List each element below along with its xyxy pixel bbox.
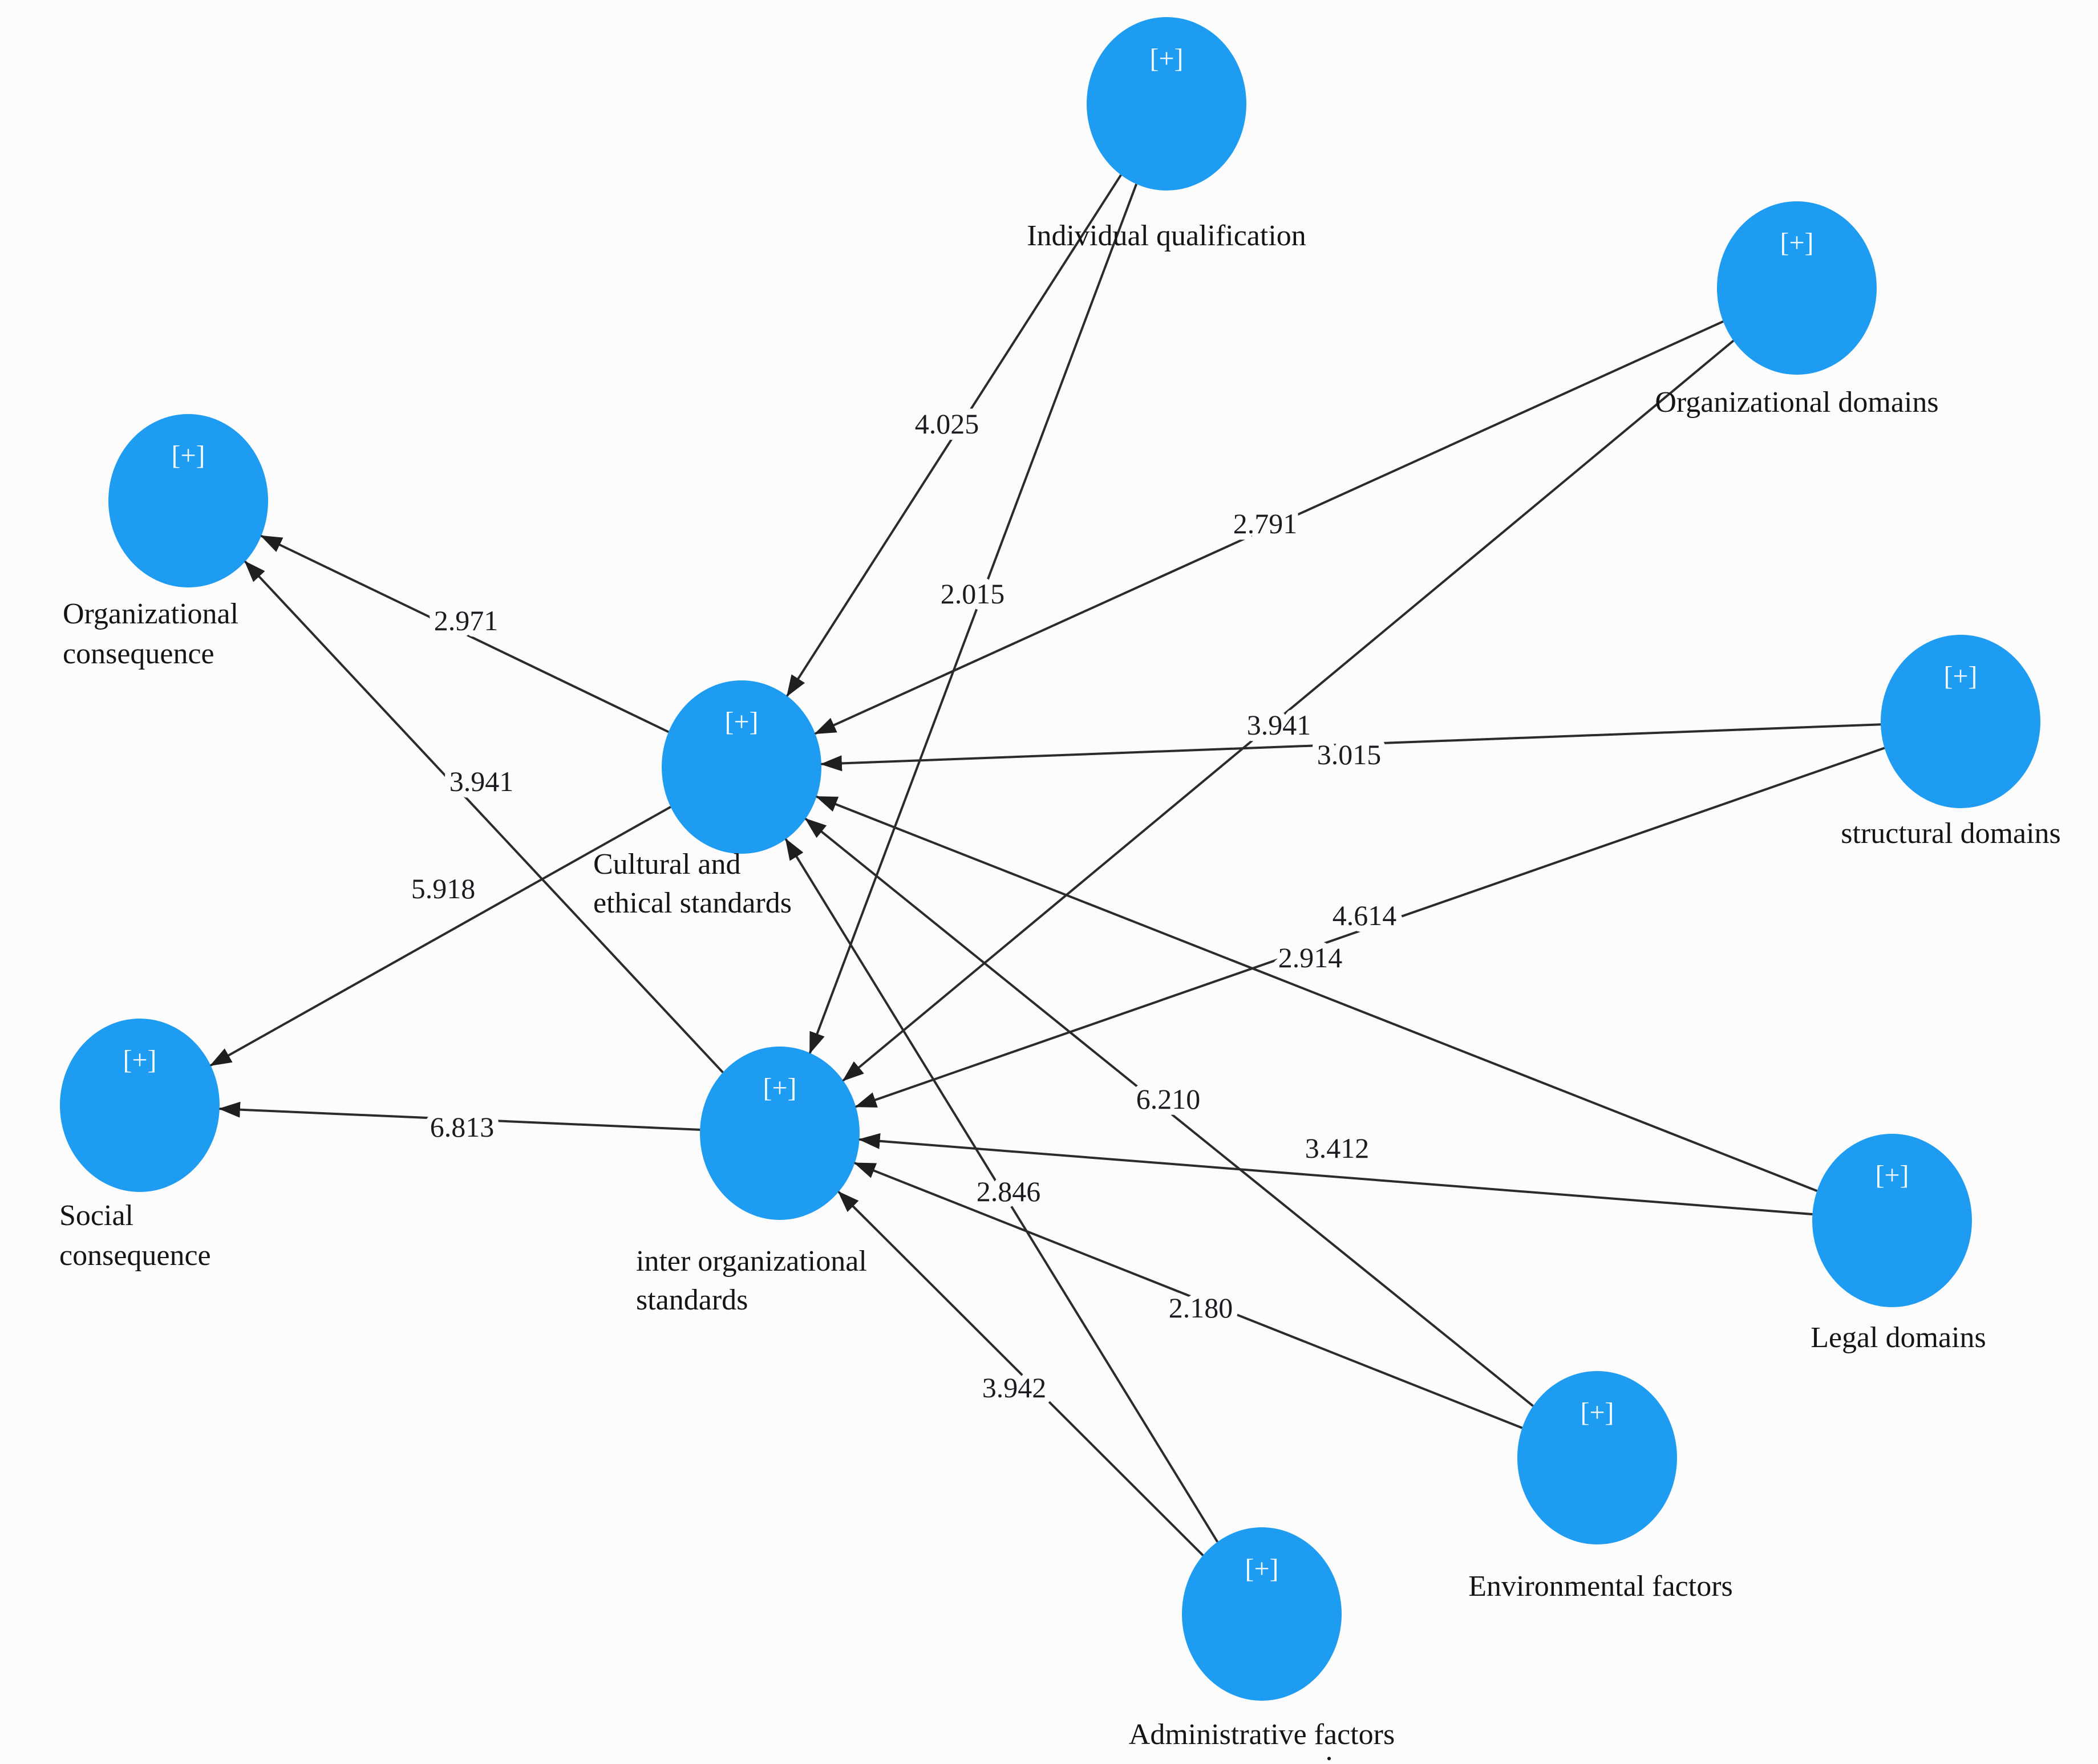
edge-value-cultural-ethical-standards-to-organizational-consequence: 2.971 (434, 605, 499, 636)
expand-icon: [+] (123, 1045, 156, 1075)
node-cultural-ethical-standards: [+] (662, 680, 821, 854)
node-inter-organizational-standards: [+] (700, 1047, 860, 1220)
node-label-environmental-factors-line1: Environmental factors (1468, 1570, 1733, 1603)
node-ellipse (700, 1047, 860, 1220)
node-ellipse (1717, 201, 1877, 375)
expand-icon: [+] (171, 440, 205, 471)
node-organizational-domains: [+] (1717, 201, 1877, 375)
expand-icon: [+] (1149, 43, 1183, 74)
expand-icon: [+] (1875, 1160, 1909, 1190)
expand-icon: [+] (1943, 661, 1977, 691)
node-ellipse (662, 680, 821, 854)
edge-value-administrative-factors-to-cultural-ethical-standards: 2.846 (977, 1175, 1041, 1207)
edge-line-administrative-factors-to-inter-organizational-standards (837, 1191, 1204, 1556)
node-administrative-factors: [+] (1182, 1527, 1342, 1701)
edge-line-administrative-factors-to-cultural-ethical-standards (784, 838, 1219, 1543)
node-label-inter-organizational-standards-line2: standards (636, 1284, 748, 1316)
edge-line-legal-domains-to-inter-organizational-standards (858, 1133, 1813, 1216)
edge-value-administrative-factors-to-inter-organizational-standards: 3.942 (982, 1372, 1047, 1404)
edge-line-cultural-ethical-standards-to-organizational-consequence (260, 534, 669, 733)
node-legal-domains: [+] (1812, 1134, 1972, 1307)
node-individual-qualification: [+] (1087, 17, 1246, 190)
node-ellipse (108, 414, 268, 587)
node-organizational-consequence: [+] (108, 414, 268, 587)
node-label-social-consequence-line1: Social (59, 1199, 133, 1232)
edge-value-legal-domains-to-inter-organizational-standards: 3.412 (1305, 1132, 1370, 1164)
edge-value-inter-organizational-standards-to-organizational-consequence: 3.941 (449, 765, 514, 797)
node-structural-domains: [+] (1881, 635, 2040, 808)
edge-value-legal-domains-to-cultural-ethical-standards: 2.914 (1278, 942, 1343, 974)
edge-value-individual-qualification-to-cultural-ethical-standards: 4.025 (915, 408, 979, 440)
expand-icon: [+] (763, 1073, 796, 1103)
node-ellipse (1517, 1371, 1677, 1544)
edge-line-inter-organizational-standards-to-social-consequence (218, 1101, 700, 1131)
edge-value-environmental-factors-to-inter-organizational-standards: 2.180 (1169, 1292, 1233, 1324)
expand-icon: [+] (1780, 228, 1813, 258)
node-label-individual-qualification-line1: Individual qualification (1027, 220, 1306, 252)
edge-line-individual-qualification-to-cultural-ethical-standards (786, 174, 1122, 697)
nodes-layer: [+] [+] [+] [+] [+] [+] [+] [+] [+] [+] (60, 17, 2040, 1701)
edge-value-structural-domains-to-cultural-ethical-standards: 3.015 (1317, 739, 1382, 771)
edge-line-organizational-domains-to-inter-organizational-standards (842, 339, 1735, 1082)
edge-value-cultural-ethical-standards-to-social-consequence: 5.918 (411, 873, 476, 905)
edge-line-inter-organizational-standards-to-organizational-consequence (244, 561, 724, 1073)
edge-line-structural-domains-to-inter-organizational-standards (854, 747, 1885, 1108)
edges-layer (209, 174, 1885, 1556)
node-label-administrative-factors-line2: . (1326, 1734, 1333, 1764)
node-label-legal-domains-line1: Legal domains (1811, 1321, 1986, 1354)
edge-value-environmental-factors-to-cultural-ethical-standards: 6.210 (1136, 1083, 1201, 1115)
edge-value-individual-qualification-to-inter-organizational-standards: 2.015 (941, 578, 1005, 610)
edge-value-organizational-domains-to-inter-organizational-standards: 3.941 (1247, 709, 1311, 741)
edge-value-structural-domains-to-inter-organizational-standards: 4.614 (1332, 899, 1397, 931)
node-social-consequence: [+] (60, 1019, 220, 1192)
node-label-organizational-consequence-line2: consequence (63, 638, 214, 670)
edge-line-individual-qualification-to-inter-organizational-standards (808, 184, 1138, 1055)
node-label-cultural-ethical-standards-line1: Cultural and (593, 848, 741, 881)
node-label-organizational-domains-line1: Organizational domains (1655, 386, 1938, 419)
expand-icon: [+] (1580, 1397, 1614, 1428)
node-label-administrative-factors-line1: Administrative factors (1129, 1718, 1395, 1751)
node-label-inter-organizational-standards-line1: inter organizational (636, 1245, 867, 1278)
node-ellipse (1812, 1134, 1972, 1307)
node-label-structural-domains-line1: structural domains (1841, 817, 2061, 850)
edge-line-structural-domains-to-cultural-ethical-standards (820, 723, 1881, 772)
edge-line-environmental-factors-to-cultural-ethical-standards (804, 818, 1534, 1407)
node-label-organizational-consequence-line1: Organizational (63, 598, 238, 630)
edge-line-legal-domains-to-cultural-ethical-standards (815, 796, 1818, 1192)
node-environmental-factors: [+] (1517, 1371, 1677, 1544)
expand-icon: [+] (724, 707, 758, 737)
edge-line-cultural-ethical-standards-to-social-consequence (209, 806, 671, 1066)
edge-value-organizational-domains-to-cultural-ethical-standards: 2.791 (1233, 508, 1298, 540)
node-ellipse (1881, 635, 2040, 808)
expand-icon: [+] (1245, 1554, 1278, 1584)
node-ellipse (1182, 1527, 1342, 1701)
edge-line-organizational-domains-to-cultural-ethical-standards (814, 320, 1724, 735)
edge-line-environmental-factors-to-inter-organizational-standards (853, 1162, 1523, 1429)
edge-value-inter-organizational-standards-to-social-consequence: 6.813 (430, 1111, 495, 1143)
node-label-social-consequence-line2: consequence (59, 1239, 211, 1272)
node-ellipse (60, 1019, 220, 1192)
node-ellipse (1087, 17, 1246, 190)
node-label-cultural-ethical-standards-line2: ethical standards (593, 887, 792, 919)
